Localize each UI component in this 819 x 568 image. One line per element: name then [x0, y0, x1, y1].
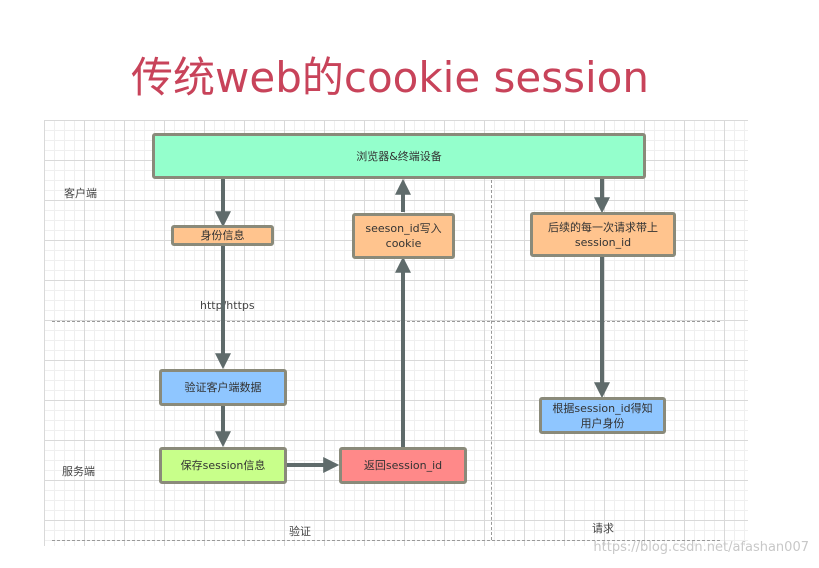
- node-lookup-identity: 根据session_id得知 用户身份: [539, 397, 666, 434]
- node-identity: 身份信息: [171, 225, 274, 246]
- node-subsequent-request: 后续的每一次请求带上 session_id: [530, 212, 676, 257]
- bottom-divider: [52, 540, 720, 541]
- node-return-session-label: 返回session_id: [363, 459, 443, 472]
- node-write-cookie: seeson_id写入 cookie: [352, 213, 455, 259]
- node-browser-label: 浏览器&终端设备: [356, 149, 442, 163]
- watermark: https://blog.csdn.net/afashan007: [593, 540, 809, 555]
- node-identity-label: 身份信息: [200, 229, 245, 242]
- node-write-cookie-line2: cookie: [385, 237, 422, 250]
- node-verify-client-data-label: 验证客户端数据: [184, 381, 262, 394]
- node-lookup-line2: 用户身份: [580, 416, 625, 430]
- node-return-session: 返回session_id: [339, 447, 467, 484]
- node-save-session: 保存session信息: [159, 447, 287, 484]
- node-lookup-line1: 根据session_id得知: [552, 401, 653, 415]
- lane-label-server: 服务端: [62, 465, 95, 478]
- section-label-request: 请求: [592, 522, 614, 535]
- section-label-verify: 验证: [289, 525, 311, 538]
- node-subsequent-line2: session_id: [574, 235, 632, 249]
- section-divider: [491, 180, 492, 540]
- node-write-cookie-line1: seeson_id写入: [365, 222, 442, 235]
- lane-divider: [52, 321, 720, 322]
- node-verify-client-data: 验证客户端数据: [159, 369, 287, 406]
- node-browser: 浏览器&终端设备: [152, 133, 646, 179]
- diagram-title: 传统web的cookie session: [131, 53, 649, 102]
- lane-label-client: 客户端: [64, 187, 97, 200]
- edge-label-protocol: http/https: [200, 299, 255, 312]
- node-save-session-label: 保存session信息: [180, 459, 266, 472]
- node-subsequent-line1: 后续的每一次请求带上: [548, 220, 658, 234]
